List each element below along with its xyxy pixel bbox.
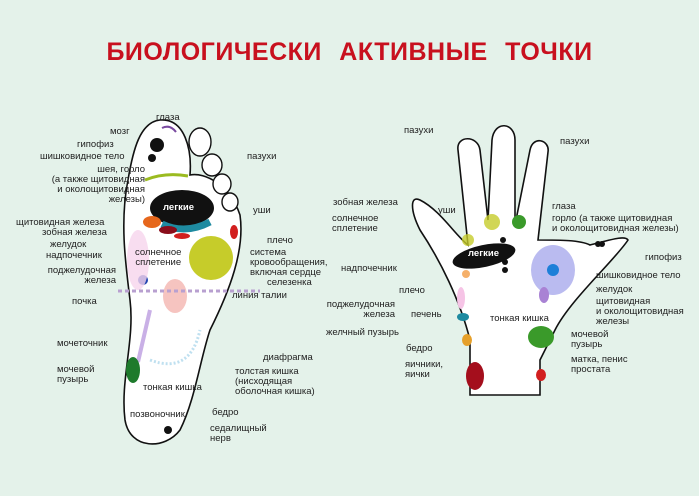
foot-label-diaphragm: диафрагма — [263, 352, 313, 363]
hand-label-pineal: шишковидное тело — [596, 270, 681, 281]
foot-label-thymus: зобная железа — [42, 227, 107, 238]
foot-label-hip: бедро — [212, 407, 239, 418]
hand-label-eyes: глаза — [552, 201, 576, 212]
hand-label-hip: бедро — [406, 343, 433, 354]
hand-label-pituitary: гипофиз — [645, 252, 682, 263]
hand-label-sinuses-right: пазухи — [560, 136, 590, 147]
page-title: БИОЛОГИЧЕСКИ АКТИВНЫЕ ТОЧКИ — [106, 38, 593, 66]
foot-label-kidney: почка — [72, 296, 97, 307]
foot-label-shoulder: плечо — [267, 235, 293, 246]
foot-label-spine: позвоночник — [130, 409, 185, 420]
hand-label-ovaries: яичники,яички — [405, 359, 444, 380]
foot-label-sinuses: пазухи — [247, 151, 277, 162]
hand-label-stomach: желудок — [596, 284, 633, 295]
foot-label-brain: мозг — [110, 126, 130, 137]
foot-label-thyroid: щитовидная железа — [16, 217, 105, 228]
foot-label-eyes: глаза — [156, 112, 180, 123]
foot-label-waistline: линия талии — [232, 290, 287, 301]
foot-label-small-intestine: тонкая кишка — [143, 382, 202, 393]
foot-label-adrenal: надпочечник — [46, 250, 102, 261]
hand-label-sinuses-left: пазухи — [404, 125, 434, 136]
foot-label-pituitary: гипофиз — [77, 139, 114, 150]
foot-label-spleen: селезенка — [267, 277, 312, 288]
hand-label-gallbladder: желчный пузырь — [326, 327, 399, 338]
foot-diagram — [118, 119, 260, 445]
hand-lungs-label: легкие — [468, 248, 500, 259]
foot-label-ureter: мочеточник — [57, 338, 108, 349]
hand-label-adrenal: надпочечник — [341, 263, 397, 274]
hand-label-small-intestine: тонкая кишка — [490, 313, 549, 324]
hand-label-thymus: зобная железа — [333, 197, 398, 208]
hand-label-ears: уши — [438, 205, 456, 216]
foot-label-ears: уши — [253, 205, 271, 216]
foot-label-pineal: шишковидное тело — [40, 151, 125, 162]
hand-label-shoulder: плечо — [399, 285, 425, 296]
foot-label-stomach: желудок — [50, 239, 87, 250]
foot-lungs-label: легкие — [163, 202, 195, 213]
hand-label-liver: печень — [411, 309, 442, 320]
hand-diagram — [411, 124, 629, 396]
